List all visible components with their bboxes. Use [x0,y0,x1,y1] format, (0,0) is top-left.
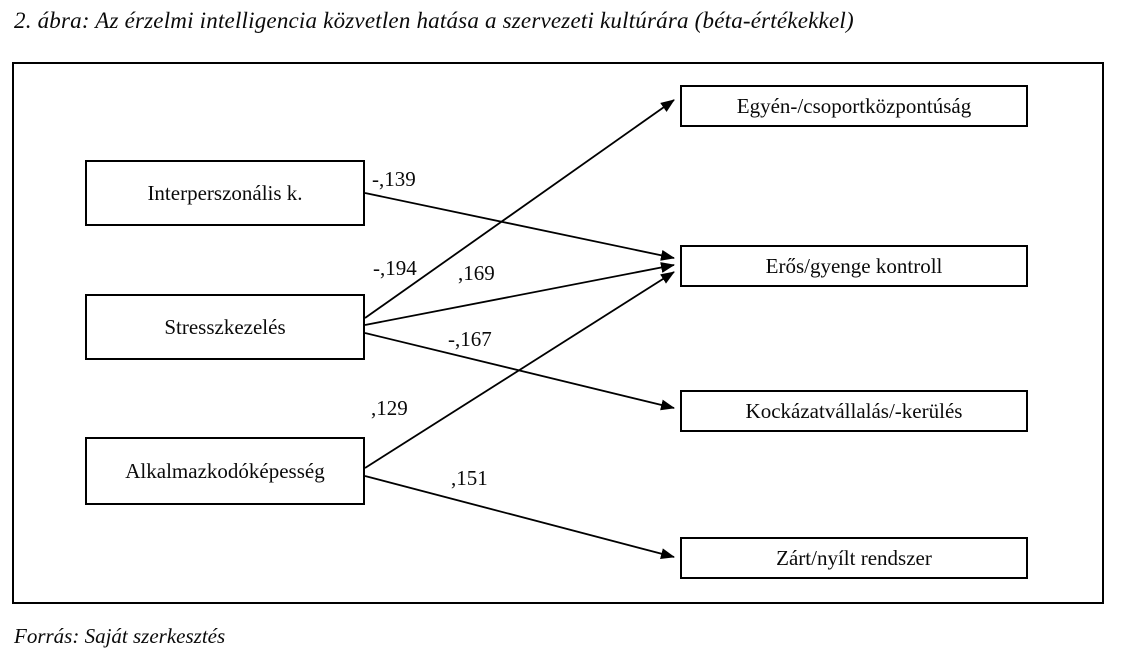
node-stresszkezeles: Stresszkezelés [85,294,365,360]
node-kockazatvallalas-kerules: Kockázatvállalás/-kerülés [680,390,1028,432]
beta-label-alkalmazkodo-zart: ,151 [451,466,488,490]
node-alkalmazkodokepesseg: Alkalmazkodóképesség [85,437,365,505]
node-zart-nyilt-rendszer: Zárt/nyílt rendszer [680,537,1028,579]
node-interperszonalis: Interperszonális k. [85,160,365,226]
figure-title: 2. ábra: Az érzelmi intelligencia közvet… [14,8,854,33]
node-egyen-csoportkozpontusag: Egyén-/csoportközpontúság [680,85,1028,127]
source-caption: Forrás: Saját szerkesztés [14,624,226,648]
beta-label-stresszkezeles-eros: ,169 [458,261,495,285]
node-eros-gyenge-kontroll: Erős/gyenge kontroll [680,245,1028,287]
beta-label-stresszkezeles-kockazat: -,167 [448,327,492,351]
beta-label-stresszkezeles-egyen: -,194 [373,256,417,280]
beta-label-interperszonalis-eros: -,139 [372,167,416,191]
beta-label-alkalmazkodo-eros: ,129 [371,396,408,420]
